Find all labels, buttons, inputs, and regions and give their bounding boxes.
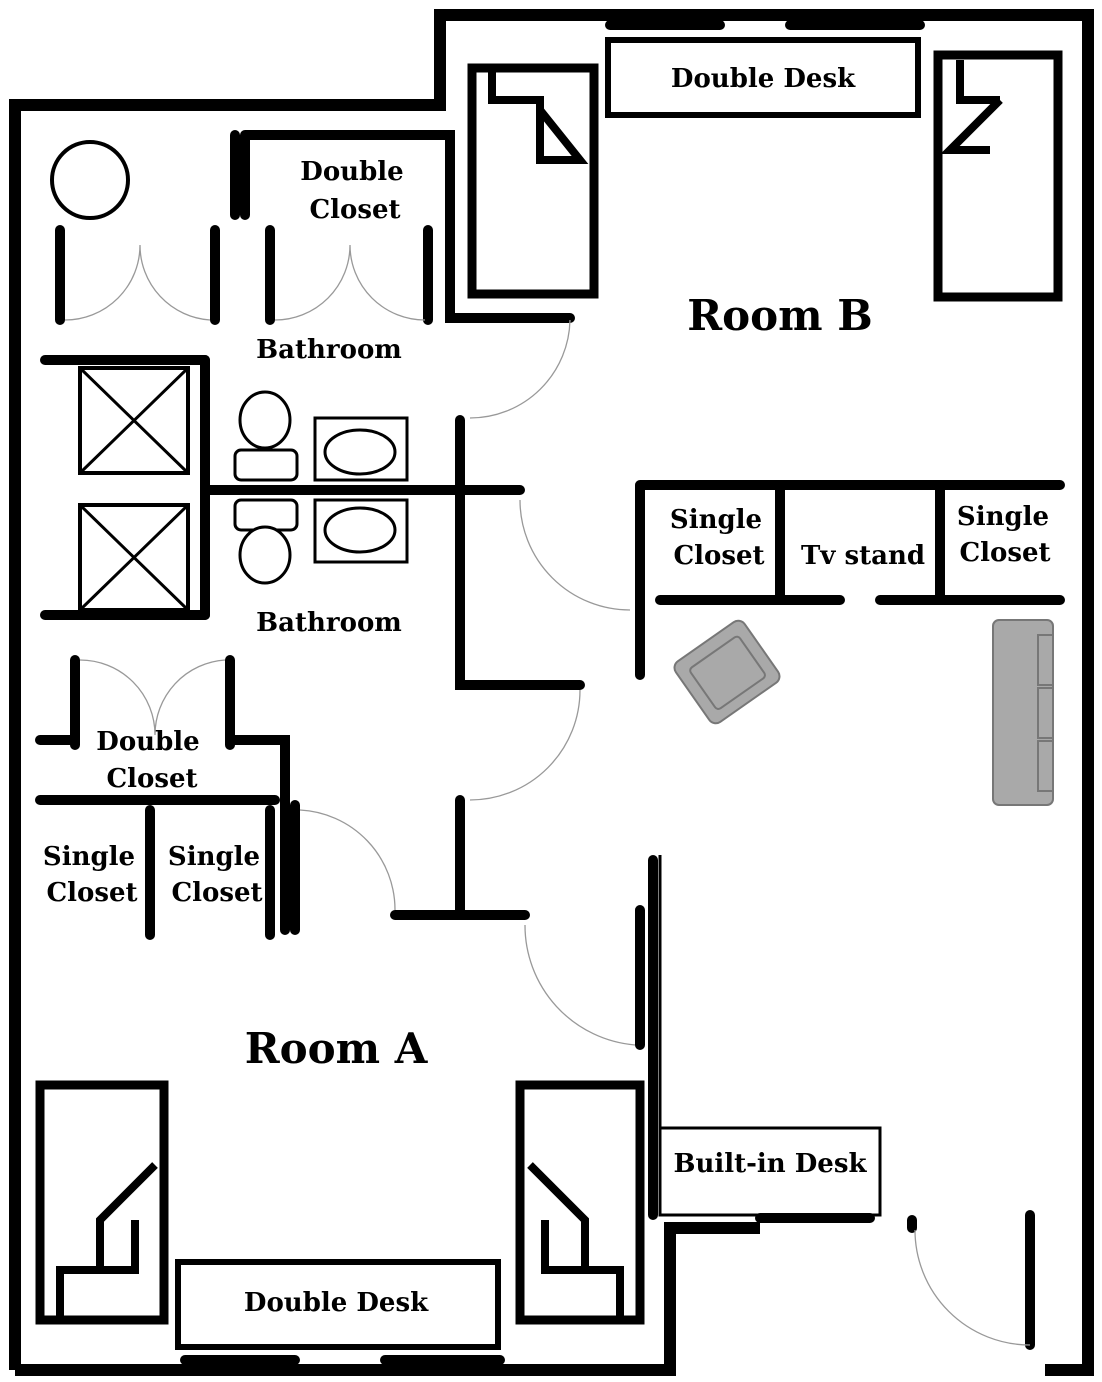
single-closet-b2-line2: Closet xyxy=(959,538,1050,568)
bathroom-bottom-label: Bathroom xyxy=(256,608,402,638)
single-closet-a1-line2: Closet xyxy=(46,878,137,908)
beds xyxy=(35,50,1063,1325)
double-closet-top-line2: Closet xyxy=(309,195,400,225)
living-furniture xyxy=(673,619,1054,806)
door-swings xyxy=(64,244,1031,1346)
toilet-top xyxy=(238,390,292,450)
interior-walls xyxy=(35,20,1065,1365)
room-a-label: Room A xyxy=(245,1024,429,1073)
single-closet-b1-line2: Closet xyxy=(673,541,764,571)
single-closet-b1-line1: Single xyxy=(670,505,762,535)
toilet-bottom xyxy=(238,525,292,585)
single-closet-a2-line1: Single xyxy=(168,842,260,872)
tv-stand-label: Tv stand xyxy=(801,541,925,571)
bed-b-right xyxy=(933,50,1063,302)
sofa-icon xyxy=(992,619,1054,806)
double-closet-left-line2: Closet xyxy=(106,764,197,794)
built-in-desk-label: Built-in Desk xyxy=(673,1149,867,1179)
armchair-icon xyxy=(673,619,781,725)
room-b-label: Room B xyxy=(687,291,873,340)
single-closet-a2-line2: Closet xyxy=(171,878,262,908)
single-closet-b2-line1: Single xyxy=(957,502,1049,532)
shower-bottom xyxy=(78,503,190,612)
top-double-desk-label: Double Desk xyxy=(671,64,856,94)
bed-b-left xyxy=(467,63,599,299)
desks xyxy=(175,37,921,1350)
tub-icon xyxy=(50,140,130,220)
bottom-double-desk-label: Double Desk xyxy=(244,1288,429,1318)
double-closet-left-line1: Double xyxy=(96,727,199,757)
bathroom-fixtures xyxy=(50,140,409,612)
bathroom-top-label: Bathroom xyxy=(256,335,402,365)
sink-top xyxy=(313,416,409,482)
single-closet-a1-line1: Single xyxy=(43,842,135,872)
double-closet-top-line1: Double xyxy=(300,157,403,187)
shower-top xyxy=(78,366,190,475)
exterior-walls xyxy=(9,9,1094,1376)
